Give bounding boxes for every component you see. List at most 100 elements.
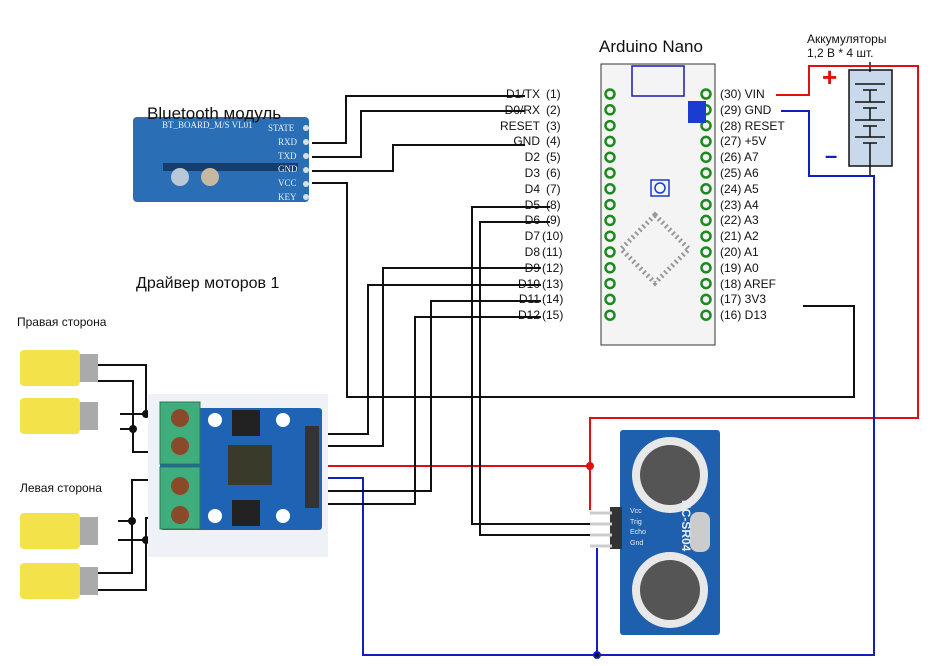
arduino-pin-pad [700,183,712,195]
arduino-right-pin: (25) A6 [720,166,759,180]
arduino-pin-pad [700,293,712,306]
power-negative-wires [322,110,875,659]
arduino-pin-pad [604,119,616,132]
arduino-pin-pad [604,183,616,195]
arduino-pin-number: (1) [546,87,561,101]
power-positive-wires [322,65,919,510]
battery-minus-sign: – [825,143,838,168]
motor-driver-title: Драйвер моторов 1 [136,275,280,292]
arduino-pin-pad [700,167,712,179]
motor-left-2 [20,563,98,599]
bluetooth-pin-label: VCC [278,178,297,189]
arduino-pin-pad [604,246,616,258]
arduino-pin-name: D7 [524,229,540,244]
bluetooth-pin-label: TXD [278,150,297,161]
battery-title-line2: 1,2 В * 4 шт. [807,46,874,60]
arduino-pin-pad [604,104,616,116]
arduino-pin-number: (14) [542,292,564,307]
arduino-pin-pad [604,277,616,290]
arduino-right-pin: (17) 3V3 [720,292,767,307]
arduino-pin-name: D10 [517,276,540,291]
arduino-pin-number: (2) [546,102,561,117]
arduino-pin-number: (11) [542,245,563,259]
arduino-pin-number: (4) [546,134,561,149]
battery-title-line1: Аккумуляторы [807,32,887,46]
arduino-pin-pad [700,230,712,242]
arduino-pin-number: (13) [542,276,564,291]
arduino-pin-number: (8) [546,197,561,212]
bluetooth-pin-label: RXD [278,136,298,147]
motors-right-label: Правая сторона [17,315,107,329]
arduino-right-pin: (21) A2 [720,229,759,244]
arduino-pin-number: (5) [546,150,561,165]
reset-button [650,179,670,197]
arduino-pin-pad [604,198,616,211]
gravitech-logo [688,101,706,123]
arduino-pin-pad [700,135,712,148]
arduino-right-pin: (22) A3 [720,213,759,228]
arduino-pin-pad [700,214,712,227]
arduino-pin-pad [604,135,616,148]
arduino-pin-pad [604,214,616,227]
bluetooth-board-text: BT_BOARD_M/S VL01 [162,120,253,130]
arduino-pin-pad [604,167,616,179]
driver-header-pins [305,426,319,508]
arduino-right-pin: (20) A1 [720,245,759,259]
bluetooth-title: Bluetooth модуль [147,104,282,123]
signal-wires [98,95,855,591]
arduino-pin-pad [700,277,712,290]
arduino-pin-pad [700,309,712,321]
arduino-pin-pad [700,198,712,211]
motor-driver-board [148,394,328,557]
motors [20,350,98,599]
arduino-right-pin: (30) VIN [720,87,765,101]
arduino-pin-name: D2 [524,150,540,165]
sonar-model-label: HC-SR04 [679,500,693,552]
sonar-hc-sr04-board [590,430,720,635]
arduino-pin-name: D8 [524,245,540,259]
arduino-pin-pad [604,262,616,274]
arduino-pin-name: D6 [524,213,540,228]
arduino-pin-pad [604,309,616,321]
arduino-pin-pad [700,262,712,274]
arduino-right-pin: (27) +5V [720,134,767,149]
arduino-pin-name: D5 [524,197,540,212]
sonar-pin-label: Vcc [630,508,642,515]
arduino-pin-name: D0/RX [504,102,540,117]
sonar-pin-label: Echo [630,529,646,536]
arduino-pin-pad [700,88,712,100]
arduino-pin-name: D9 [524,260,540,275]
arduino-right-pin: (16) D13 [720,308,767,323]
arduino-right-pin: (28) RESET [720,118,785,133]
arduino-title: Arduino Nano [599,37,703,56]
battery-pack [848,62,893,176]
arduino-pin-pad [604,88,616,100]
motors-left-label: Левая сторона [20,481,102,495]
arduino-pin-name: D11 [518,292,540,307]
arduino-pin-number: (15) [542,308,564,323]
arduino-pin-pad [700,246,712,258]
arduino-right-pin: (29) GND [720,102,772,117]
arduino-right-pin: (24) A5 [720,181,759,196]
arduino-pin-name: GND [513,134,540,149]
arduino-nano-board [600,63,716,346]
sonar-pin-label: Gnd [630,539,644,547]
arduino-pin-pad [700,151,712,163]
mcu-chip [617,211,693,287]
bluetooth-module-board [133,117,309,202]
arduino-right-pin: (23) A4 [720,197,759,212]
icsp-header [631,65,685,97]
arduino-pin-pad [604,293,616,306]
arduino-pin-number: (6) [546,166,561,180]
arduino-pin-pad [604,230,616,242]
arduino-right-pin: (26) A7 [720,150,759,165]
sonar-pin-label: Trig [630,518,642,526]
arduino-pin-number: (9) [546,213,561,228]
arduino-pin-name: RESET [499,118,540,133]
motor-left-1 [20,513,98,549]
arduino-pin-number: (10) [542,229,564,244]
motor-right-1 [20,350,98,386]
arduino-pin-name: D1/TX [505,87,540,101]
bluetooth-pin-label: KEY [278,192,297,202]
